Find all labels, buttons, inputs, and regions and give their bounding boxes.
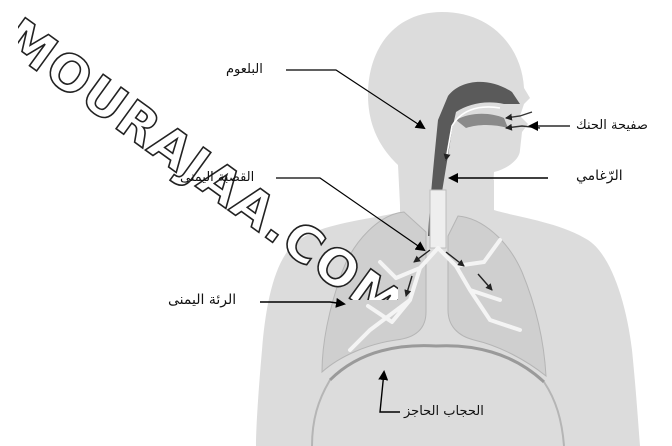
- label-pharynx: البلعوم: [226, 62, 263, 78]
- trachea-tube: [430, 190, 446, 248]
- label-right-bronchus: القصبة اليمنى: [180, 170, 254, 186]
- label-right-lung: الرئة اليمنى: [168, 292, 236, 308]
- watermark-graphic: MOURAJAA.COM: [18, 0, 398, 300]
- label-diaphragm: الحجاب الحاجز: [404, 404, 484, 420]
- label-trachea: الرّغامي: [576, 168, 623, 184]
- label-palate: صفيحة الحنك: [576, 118, 648, 134]
- svg-text:MOURAJAA.COM: MOURAJAA.COM: [18, 7, 398, 300]
